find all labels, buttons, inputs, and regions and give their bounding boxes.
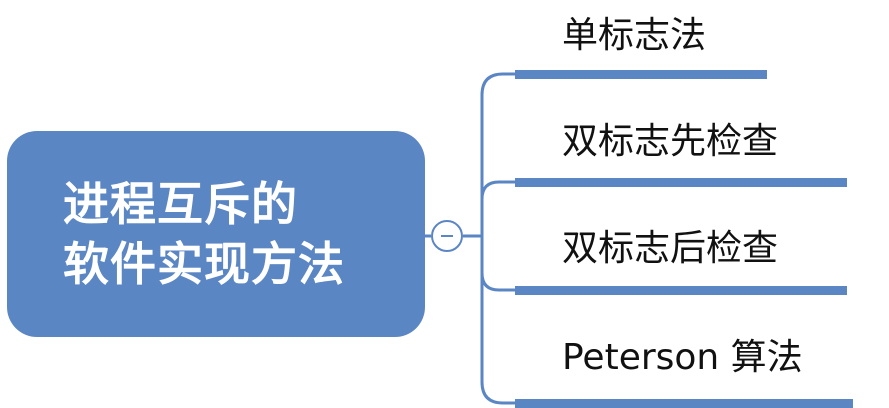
branch-underline-2 bbox=[515, 178, 847, 187]
collapse-toggle-button[interactable] bbox=[431, 220, 463, 252]
branch-underline-4 bbox=[515, 399, 853, 408]
branch-label-1[interactable]: 单标志法 bbox=[562, 15, 707, 56]
connector-branch-3 bbox=[480, 272, 515, 292]
branch-label-3[interactable]: 双标志后检查 bbox=[562, 228, 779, 269]
connector-trunk bbox=[480, 72, 515, 405]
branch-underline-1 bbox=[515, 70, 767, 79]
connector-branch-2 bbox=[480, 180, 515, 200]
root-node[interactable]: 进程互斥的 软件实现方法 bbox=[7, 131, 425, 337]
branch-underline-3 bbox=[515, 286, 847, 295]
root-title-line-2: 软件实现方法 bbox=[63, 237, 345, 291]
minus-icon bbox=[441, 235, 453, 237]
root-title-line-1: 进程互斥的 bbox=[63, 177, 298, 231]
branch-label-2[interactable]: 双标志先检查 bbox=[562, 121, 779, 162]
branch-label-4[interactable]: Peterson 算法 bbox=[562, 337, 803, 378]
